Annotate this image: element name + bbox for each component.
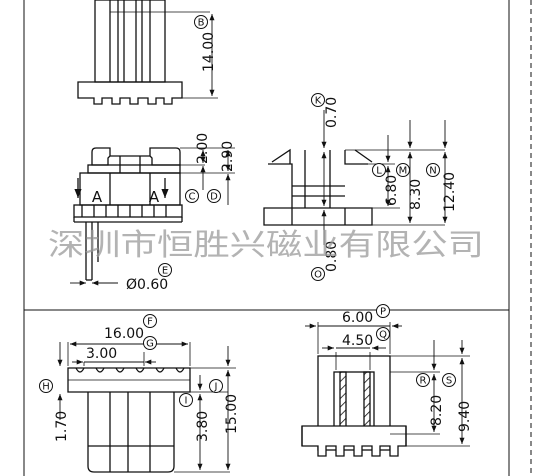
svg-text:F: F [147,317,153,328]
dim-3-80: 3.80 [195,411,211,442]
svg-text:N: N [429,166,436,177]
svg-text:D: D [210,192,218,203]
dim-0-70: 0.70 [324,97,340,128]
dim-4-50: 4.50 [342,333,373,349]
dim-12-40: 12.40 [442,172,458,212]
view-right-side [263,110,448,245]
view-bottom-left [57,341,236,473]
section-label-a-right: A [149,188,160,206]
svg-text:K: K [315,96,322,107]
callout-n: N [426,163,440,177]
svg-text:B: B [198,18,205,29]
callout-g: G [143,336,157,350]
dim-9-40: 9.40 [457,401,473,432]
section-label-a-left: A [92,188,103,206]
svg-text:H: H [42,382,50,393]
dim-2-00: 2.00 [195,133,211,164]
svg-text:S: S [446,376,452,387]
dim-16-00: 16.00 [104,326,144,342]
callout-f: F [143,314,157,328]
svg-text:O: O [314,270,322,281]
dim-phi-0-60: Ø0.60 [126,277,168,293]
svg-text:I: I [185,396,188,407]
callout-c: C [185,189,199,203]
callout-s: S [442,373,456,387]
callout-i: I [179,393,193,407]
dim-15-00: 15.00 [224,394,240,434]
callout-e: E [158,263,172,277]
callout-d: D [207,189,221,203]
svg-text:Q: Q [379,330,387,341]
callout-b: B [194,15,208,29]
svg-text:R: R [420,376,427,387]
view-mid-left [70,147,235,286]
dim-6-00: 6.00 [342,310,373,326]
dim-8-30: 8.30 [408,179,424,210]
company-watermark: 深圳市恒胜兴磁业有限公司 [48,228,484,263]
svg-text:C: C [189,192,196,203]
callout-l: L [372,163,386,177]
view-top-left [77,0,218,105]
dim-14-00: 14.00 [201,32,217,72]
callout-k: K [311,93,325,107]
svg-text:P: P [380,307,386,318]
svg-text:L: L [376,166,382,177]
drawing-frame [23,0,532,476]
dim-0-80: 0.80 [324,241,340,272]
callout-q: Q [376,327,390,341]
callout-j: J [209,379,223,393]
dim-8-20: 8.20 [429,395,445,426]
callout-h: H [39,379,53,393]
callout-p: P [376,304,390,318]
svg-text:J: J [214,382,218,393]
svg-text:M: M [399,166,408,177]
callout-r: R [416,373,430,387]
dim-2-90: 2.90 [220,141,236,172]
dim-1-70: 1.70 [54,411,70,442]
dim-6-80: 6.80 [384,175,400,206]
view-bottom-right-section [301,322,470,457]
dim-3-00: 3.00 [86,346,117,362]
svg-text:E: E [162,266,168,277]
callout-o: O [311,267,325,281]
callout-m: M [396,163,410,177]
svg-text:G: G [146,339,154,350]
